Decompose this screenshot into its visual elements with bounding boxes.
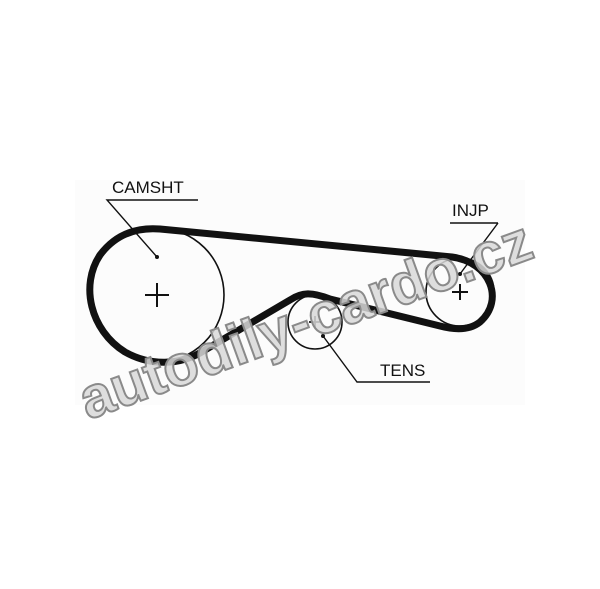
tensioner-center-mark — [309, 316, 321, 328]
camshaft-leader-line — [105, 199, 198, 258]
timing-belt — [86, 225, 496, 366]
injp-label: INJP — [452, 201, 489, 220]
injp-leader-dot — [458, 272, 462, 276]
tens-label: TENS — [380, 361, 425, 380]
tens-leader-line — [322, 335, 430, 383]
camshaft-leader-dot — [155, 255, 159, 259]
injp-leader-line — [450, 222, 499, 275]
camshaft-center-mark — [145, 283, 169, 307]
tens-leader-dot — [321, 334, 325, 338]
injection-pump-center-mark — [452, 284, 468, 300]
camshaft-label: CAMSHT — [112, 178, 184, 197]
